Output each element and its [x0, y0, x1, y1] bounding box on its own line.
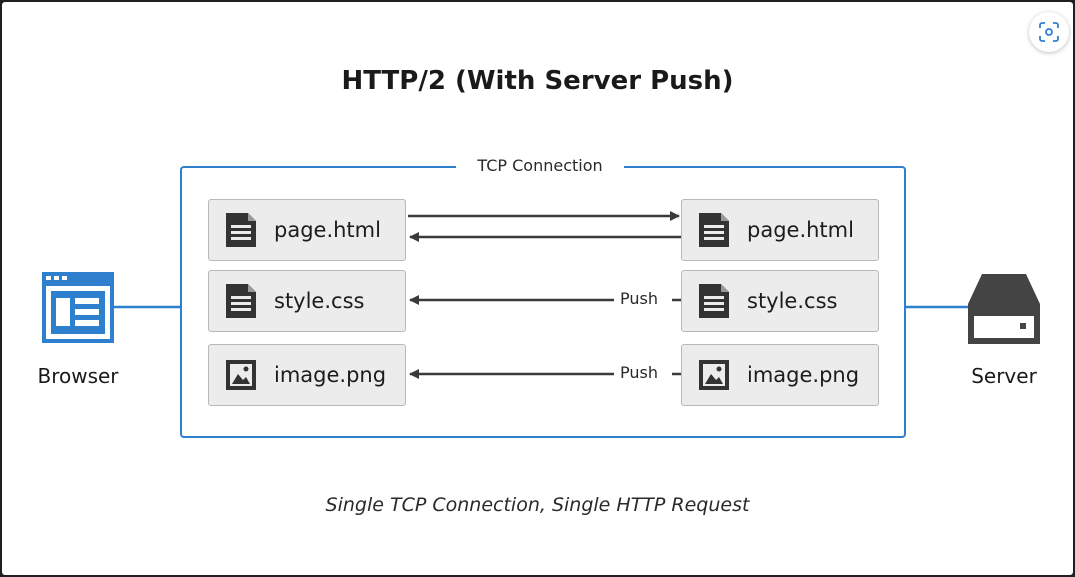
document-icon [226, 213, 256, 247]
server-icon [968, 274, 1040, 344]
server-file-image-png: image.png [681, 344, 879, 406]
browser-label: Browser [37, 364, 119, 388]
image-icon [226, 360, 256, 390]
file-name: page.html [747, 218, 854, 242]
file-name: image.png [274, 363, 387, 387]
push-label-style: Push [616, 289, 662, 309]
diagram-title: HTTP/2 (With Server Push) [341, 66, 734, 96]
document-icon [699, 284, 729, 318]
server-file-style-css: style.css [681, 270, 879, 332]
file-name: style.css [747, 289, 838, 313]
document-icon [226, 284, 256, 318]
server-file-page-html: page.html [681, 199, 879, 261]
tcp-connection-label: TCP Connection [456, 154, 624, 178]
file-name: page.html [274, 218, 381, 242]
client-file-style-css: style.css [208, 270, 406, 332]
push-label-image: Push [616, 363, 662, 383]
browser-icon [42, 272, 114, 343]
focus-icon [1039, 22, 1059, 42]
file-name: style.css [274, 289, 365, 313]
document-icon [699, 213, 729, 247]
zoom-button[interactable] [1029, 12, 1069, 52]
client-file-image-png: image.png [208, 344, 406, 406]
image-icon [699, 360, 729, 390]
diagram-caption: Single TCP Connection, Single HTTP Reque… [325, 494, 750, 516]
client-file-page-html: page.html [208, 199, 406, 261]
server-label: Server [971, 364, 1037, 388]
file-name: image.png [747, 363, 860, 387]
